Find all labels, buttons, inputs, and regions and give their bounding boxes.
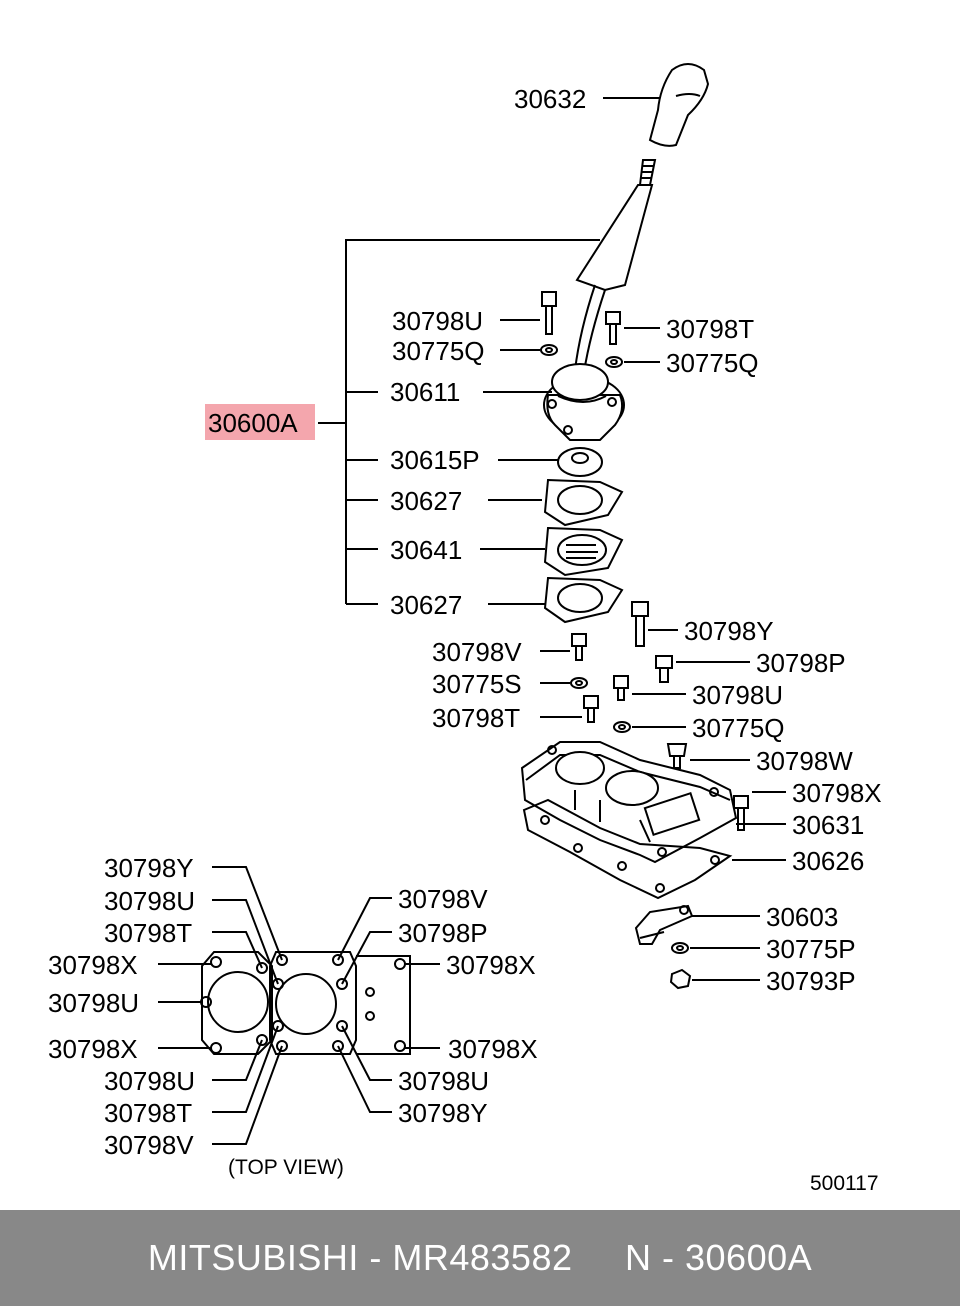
bolt-30798w-drawing	[666, 743, 688, 769]
gasket-30627-b-drawing	[543, 576, 624, 624]
label-30775q-top-left: 30775Q	[392, 336, 485, 366]
tv-label-left-2: 30798U	[104, 886, 195, 916]
top-view-leaders	[158, 866, 440, 1145]
label-30615p: 30615P	[390, 445, 480, 475]
bolt-30798u-drawing	[613, 675, 629, 701]
washer-30775s-drawing	[570, 677, 588, 689]
washer-30775q-right-drawing	[605, 356, 623, 368]
washer-30775p-drawing	[671, 942, 689, 954]
bolt-30798x-drawing	[733, 795, 749, 831]
tv-label-right-4: 30798X	[448, 1034, 538, 1064]
tv-label-left-7: 30798U	[104, 1066, 195, 1096]
label-30798u: 30798U	[692, 680, 783, 710]
label-30603: 30603	[766, 902, 838, 932]
label-30641: 30641	[390, 535, 462, 565]
nut-30793p-drawing	[669, 968, 692, 990]
label-30627-a: 30627	[390, 486, 462, 516]
top-view-drawing	[200, 951, 411, 1055]
label-30775p: 30775P	[766, 934, 856, 964]
label-30600a: 30600A	[208, 408, 298, 438]
part-labels: 30632 30600A 30798U 30775Q 30798T 30775Q…	[208, 84, 882, 996]
top-view-labels: 30798Y 30798U 30798T 30798X 30798U 30798…	[48, 853, 538, 1179]
bolt-30798p-drawing	[655, 655, 673, 683]
footer-bar: MITSUBISHI - MR483582 N - 30600A	[0, 1210, 960, 1306]
label-30631: 30631	[792, 810, 864, 840]
gasket-30627-a-drawing	[543, 478, 624, 527]
label-30798x: 30798X	[792, 778, 882, 808]
tv-label-left-6: 30798X	[48, 1034, 138, 1064]
seat-30615p-drawing	[557, 447, 603, 477]
tv-label-right-1: 30798V	[398, 884, 488, 914]
bolt-30798t-top-drawing	[605, 311, 621, 345]
label-30798t: 30798T	[432, 703, 520, 733]
tv-label-right-2: 30798P	[398, 918, 488, 948]
label-30632: 30632	[514, 84, 586, 114]
label-30775s: 30775S	[432, 669, 522, 699]
label-30611: 30611	[390, 377, 460, 407]
top-view-caption: (TOP VIEW)	[228, 1156, 344, 1179]
tv-label-right-3: 30798X	[446, 950, 536, 980]
tv-label-left-9: 30798V	[104, 1130, 194, 1160]
highlight-box	[205, 404, 315, 440]
label-30775q-top-right: 30775Q	[666, 348, 759, 378]
tv-label-left-8: 30798T	[104, 1098, 192, 1128]
shift-lever-drawing	[574, 159, 657, 373]
cover-30631-drawing	[520, 741, 738, 864]
bolt-30798y-drawing	[631, 601, 649, 647]
leader-lines	[318, 97, 786, 981]
washer-30775q-lower-drawing	[613, 721, 631, 733]
label-30798t-top: 30798T	[666, 314, 754, 344]
label-30798w: 30798W	[756, 746, 853, 776]
tv-label-right-5: 30798U	[398, 1066, 489, 1096]
label-30798y: 30798Y	[684, 616, 774, 646]
diagram-number: 500117	[810, 1172, 879, 1195]
label-30798p: 30798P	[756, 648, 846, 678]
washer-30775q-left-drawing	[540, 344, 558, 356]
tv-label-left-3: 30798T	[104, 918, 192, 948]
shift-knob-drawing	[648, 63, 710, 147]
label-30793p: 30793P	[766, 966, 856, 996]
tv-label-left-5: 30798U	[48, 988, 139, 1018]
label-30798u-top: 30798U	[392, 306, 483, 336]
bolt-30798u-top-drawing	[541, 291, 557, 335]
part-number-caption: MITSUBISHI - MR483582 N - 30600A	[147, 1237, 813, 1278]
exploded-parts-diagram: 30632 30600A 30798U 30775Q 30798T 30775Q…	[48, 63, 882, 1195]
tv-label-right-6: 30798Y	[398, 1098, 488, 1128]
gasket-30626-drawing	[522, 798, 733, 900]
label-30775q-lower: 30775Q	[692, 713, 785, 743]
shift-boot-housing-drawing	[543, 363, 625, 441]
label-30798v: 30798V	[432, 637, 522, 667]
tv-label-left-4: 30798X	[48, 950, 138, 980]
label-30626: 30626	[792, 846, 864, 876]
label-30627-b: 30627	[390, 590, 462, 620]
tv-label-left-1: 30798Y	[104, 853, 194, 883]
bolt-30798t-drawing	[583, 695, 599, 723]
bracket-30603-drawing	[634, 904, 694, 945]
plate-30641-drawing	[543, 526, 624, 577]
bolt-30798v-drawing	[571, 633, 587, 661]
